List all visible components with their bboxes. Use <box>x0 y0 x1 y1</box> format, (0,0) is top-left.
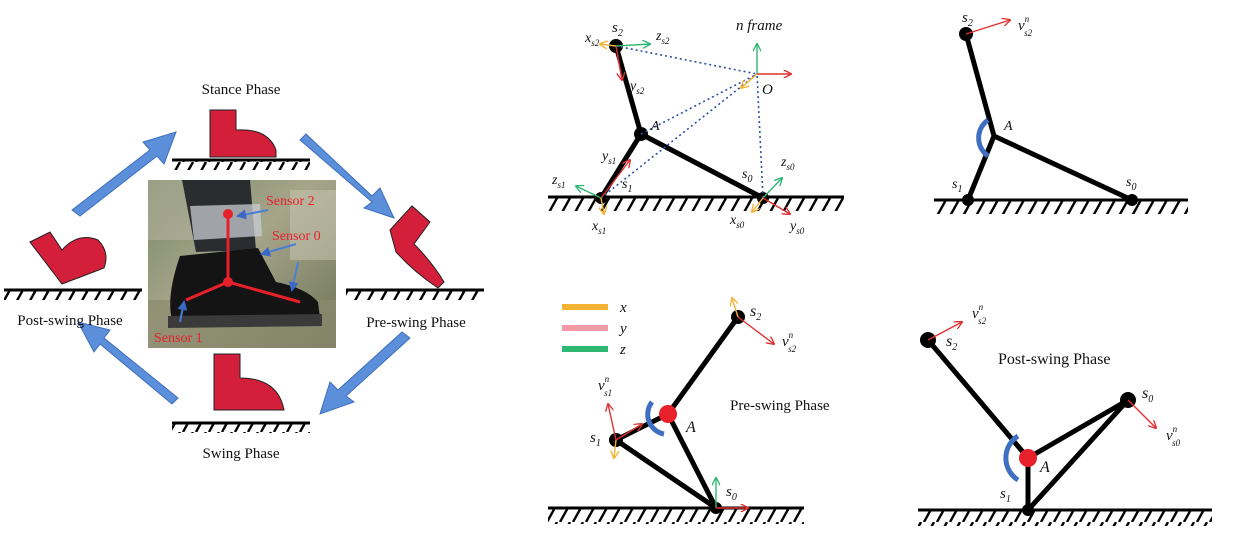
stance-s2-label: s2 <box>962 10 973 29</box>
ground-stance <box>172 158 310 170</box>
pre-joint-a-label: A <box>685 419 696 436</box>
legend-z-label: z <box>619 342 626 358</box>
cycle-arrow-stance-to-pre <box>299 133 395 219</box>
x-s1-label: xs1 <box>591 219 606 236</box>
s2-label: s2 <box>612 20 623 39</box>
legend-x-label: x <box>619 300 627 316</box>
pre-s0-label: s0 <box>726 484 737 503</box>
legend-y-label: y <box>618 321 627 337</box>
n-frame-label: n frame <box>736 18 783 34</box>
legend-x-swatch <box>562 304 608 310</box>
cycle-arrow-pre-to-swing <box>319 331 411 415</box>
z-s0-label: zs0 <box>780 155 795 172</box>
post-swing-title: Post-swing Phase <box>998 351 1110 368</box>
pre-swing-title: Pre-swing Phase <box>730 398 830 414</box>
swing-phase-label: Swing Phase <box>202 446 279 462</box>
joint-a-label: A <box>650 119 660 134</box>
foot-swing-icon <box>213 353 285 411</box>
stance-joint-a-label: A <box>1003 119 1013 134</box>
sensor-1-label: Sensor 1 <box>154 331 203 346</box>
z-s2-label: zs2 <box>655 29 670 46</box>
sensor-2-label: Sensor 2 <box>266 194 315 209</box>
foot-post-swing-icon <box>29 231 107 285</box>
frames-panel: n frame O A s2 xs2 zs2 ys2 ys1 zs1 s1 xs… <box>548 18 844 236</box>
post-s0-label: s0 <box>1142 385 1153 405</box>
ground-post-swing <box>4 288 142 300</box>
legend-y-swatch <box>562 325 608 331</box>
post-s1-label: s1 <box>1000 486 1011 505</box>
sensor-0-label: Sensor 0 <box>272 229 321 244</box>
post-joint-a-label: A <box>1039 459 1050 476</box>
y-s0-label: ys0 <box>788 219 805 236</box>
ground-pre-swing <box>346 288 484 300</box>
pre-s2-label: s2 <box>750 303 761 323</box>
ground-swing <box>172 421 310 433</box>
y-s1-label: ys1 <box>600 149 616 166</box>
x-s2-label: xs2 <box>584 31 600 48</box>
cycle-arrow-swing-to-post <box>77 321 179 405</box>
z-s1-label: zs1 <box>551 173 565 190</box>
s1-label: s1 <box>622 177 632 195</box>
foot-stance-icon <box>209 109 277 158</box>
origin-label: O <box>762 82 773 98</box>
s0-label: s0 <box>742 167 752 185</box>
post-swing-phase-label: Post-swing Phase <box>17 313 123 329</box>
cycle-arrow-post-to-stance <box>71 131 177 217</box>
boot-photo <box>148 180 336 348</box>
x-s0-label: xs0 <box>729 213 745 230</box>
post-s2-label: s2 <box>946 333 957 353</box>
stance-s1-label: s1 <box>952 177 962 195</box>
foot-pre-swing-icon <box>389 205 445 289</box>
axis-legend: x y z <box>562 300 627 358</box>
phase-cycle-diagram: Stance Phase Pre-swing Phase Swing Phase… <box>4 82 484 462</box>
y-s2-label: ys2 <box>628 79 645 96</box>
pre-s1-label: s1 <box>590 430 601 449</box>
stance-s0-label: s0 <box>1126 175 1136 193</box>
pre-swing-phase-label: Pre-swing Phase <box>366 315 466 331</box>
legend-z-swatch <box>562 346 608 352</box>
stance-phase-label: Stance Phase <box>202 82 281 98</box>
